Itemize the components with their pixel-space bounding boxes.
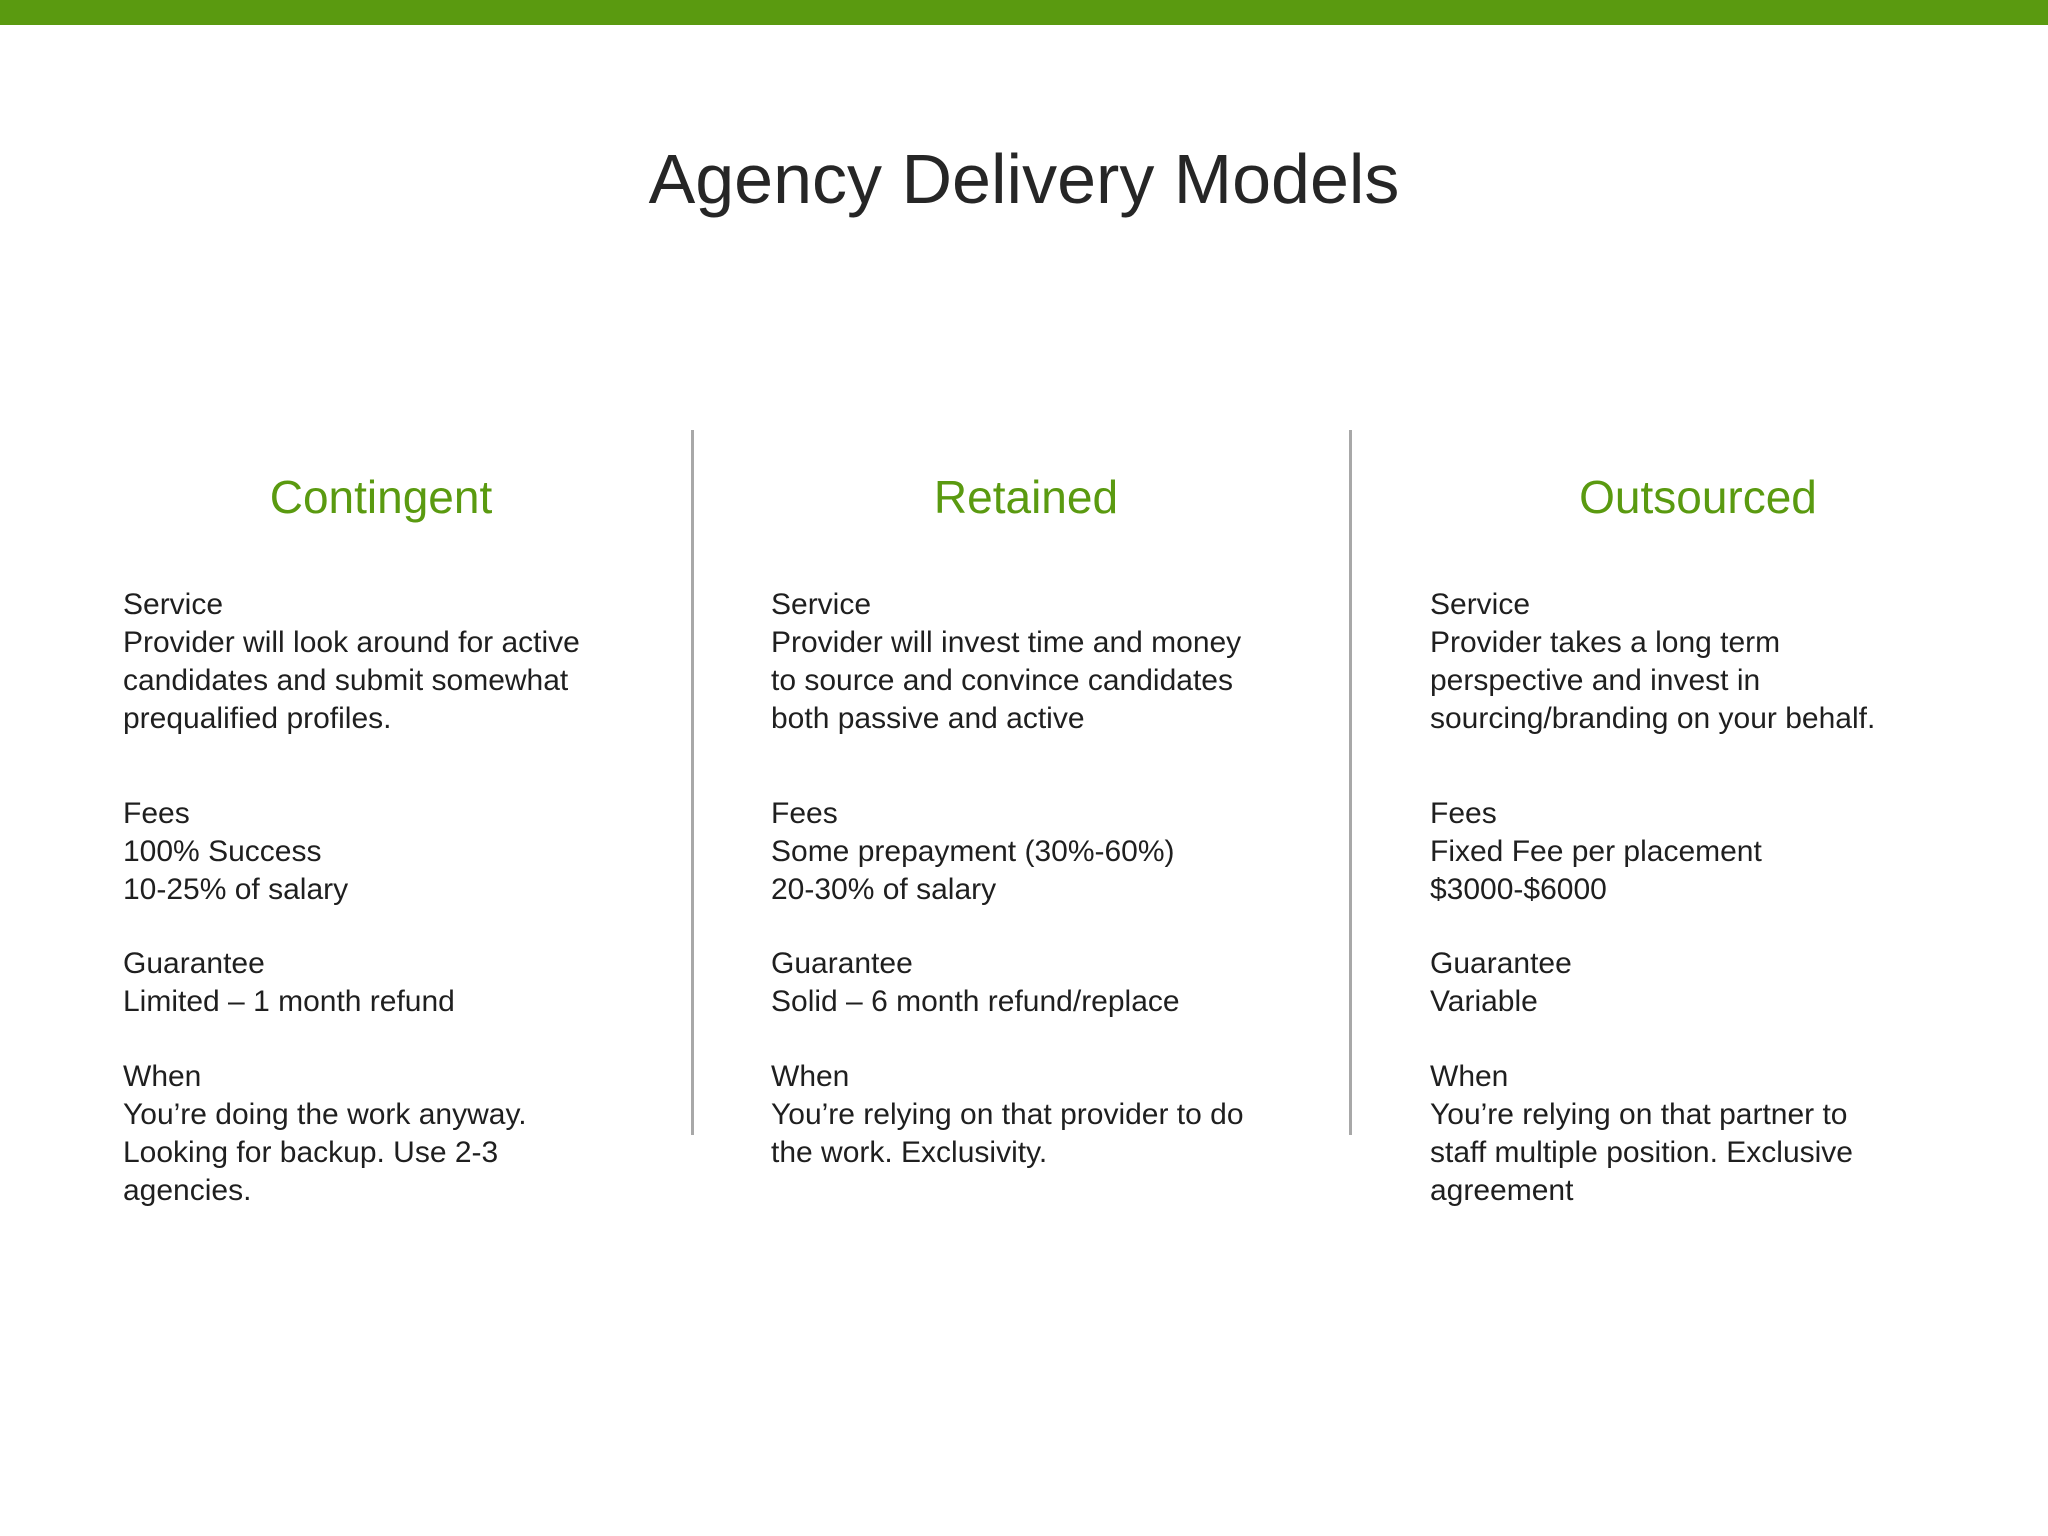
section-line: You’re relying on that provider to do (771, 1098, 1244, 1131)
section-line: Provider takes a long term (1430, 626, 1781, 659)
section-line: prequalified profiles. (123, 702, 392, 735)
section-line: Provider will invest time and money (771, 626, 1242, 659)
section-label: Fees (1430, 797, 1497, 830)
when-section: When You’re relying on that provider to … (771, 1058, 1331, 1172)
section-line: You’re doing the work anyway. (123, 1098, 527, 1131)
section-line: perspective and invest in (1430, 664, 1761, 697)
when-section: When You’re doing the work anyway. Looki… (123, 1058, 683, 1210)
fees-section: Fees Some prepayment (30%-60%) 20-30% of… (771, 795, 1331, 909)
guarantee-section: Guarantee Limited – 1 month refund (123, 945, 683, 1021)
section-line: Solid – 6 month refund/replace (771, 985, 1180, 1018)
section-line: staff multiple position. Exclusive (1430, 1136, 1853, 1169)
section-line: 20-30% of salary (771, 873, 997, 906)
top-accent-bar (0, 0, 2048, 25)
section-line: Looking for backup. Use 2-3 (123, 1136, 499, 1169)
guarantee-section: Guarantee Solid – 6 month refund/replace (771, 945, 1331, 1021)
section-line: Provider will look around for active (123, 626, 580, 659)
section-line: the work. Exclusivity. (771, 1136, 1048, 1169)
section-label: When (1430, 1060, 1509, 1093)
section-label: Service (771, 588, 872, 621)
section-line: sourcing/branding on your behalf. (1430, 702, 1876, 735)
section-label: Guarantee (1430, 947, 1572, 980)
service-section: Service Provider will look around for ac… (123, 586, 683, 738)
section-line: agencies. (123, 1174, 252, 1207)
section-label: Guarantee (123, 947, 265, 980)
service-section: Service Provider takes a long term persp… (1430, 586, 1990, 738)
column-divider (691, 430, 694, 1135)
section-line: Limited – 1 month refund (123, 985, 455, 1018)
column-divider (1349, 430, 1352, 1135)
section-line: 100% Success (123, 835, 322, 868)
section-label: When (123, 1060, 202, 1093)
section-label: Service (1430, 588, 1531, 621)
section-line: to source and convince candidates (771, 664, 1233, 697)
section-line: Variable (1430, 985, 1538, 1018)
column-heading: Outsourced (1579, 471, 1817, 523)
slide-title: Agency Delivery Models (648, 140, 1400, 218)
section-line: Fixed Fee per placement (1430, 835, 1762, 868)
section-line: agreement (1430, 1174, 1574, 1207)
section-line: You’re relying on that partner to (1430, 1098, 1848, 1131)
section-label: When (771, 1060, 850, 1093)
guarantee-section: Guarantee Variable (1430, 945, 1990, 1021)
section-line: 10-25% of salary (123, 873, 349, 906)
section-label: Guarantee (771, 947, 913, 980)
section-label: Service (123, 588, 224, 621)
fees-section: Fees Fixed Fee per placement $3000-$6000 (1430, 795, 1990, 909)
section-label: Fees (123, 797, 190, 830)
section-line: both passive and active (771, 702, 1085, 735)
column-heading: Contingent (269, 471, 493, 523)
section-label: Fees (771, 797, 838, 830)
column-heading: Retained (933, 471, 1119, 523)
section-line: candidates and submit somewhat (123, 664, 569, 697)
fees-section: Fees 100% Success 10-25% of salary (123, 795, 683, 909)
section-line: $3000-$6000 (1430, 873, 1607, 906)
section-line: Some prepayment (30%-60%) (771, 835, 1175, 868)
when-section: When You’re relying on that partner to s… (1430, 1058, 1990, 1210)
service-section: Service Provider will invest time and mo… (771, 586, 1331, 738)
